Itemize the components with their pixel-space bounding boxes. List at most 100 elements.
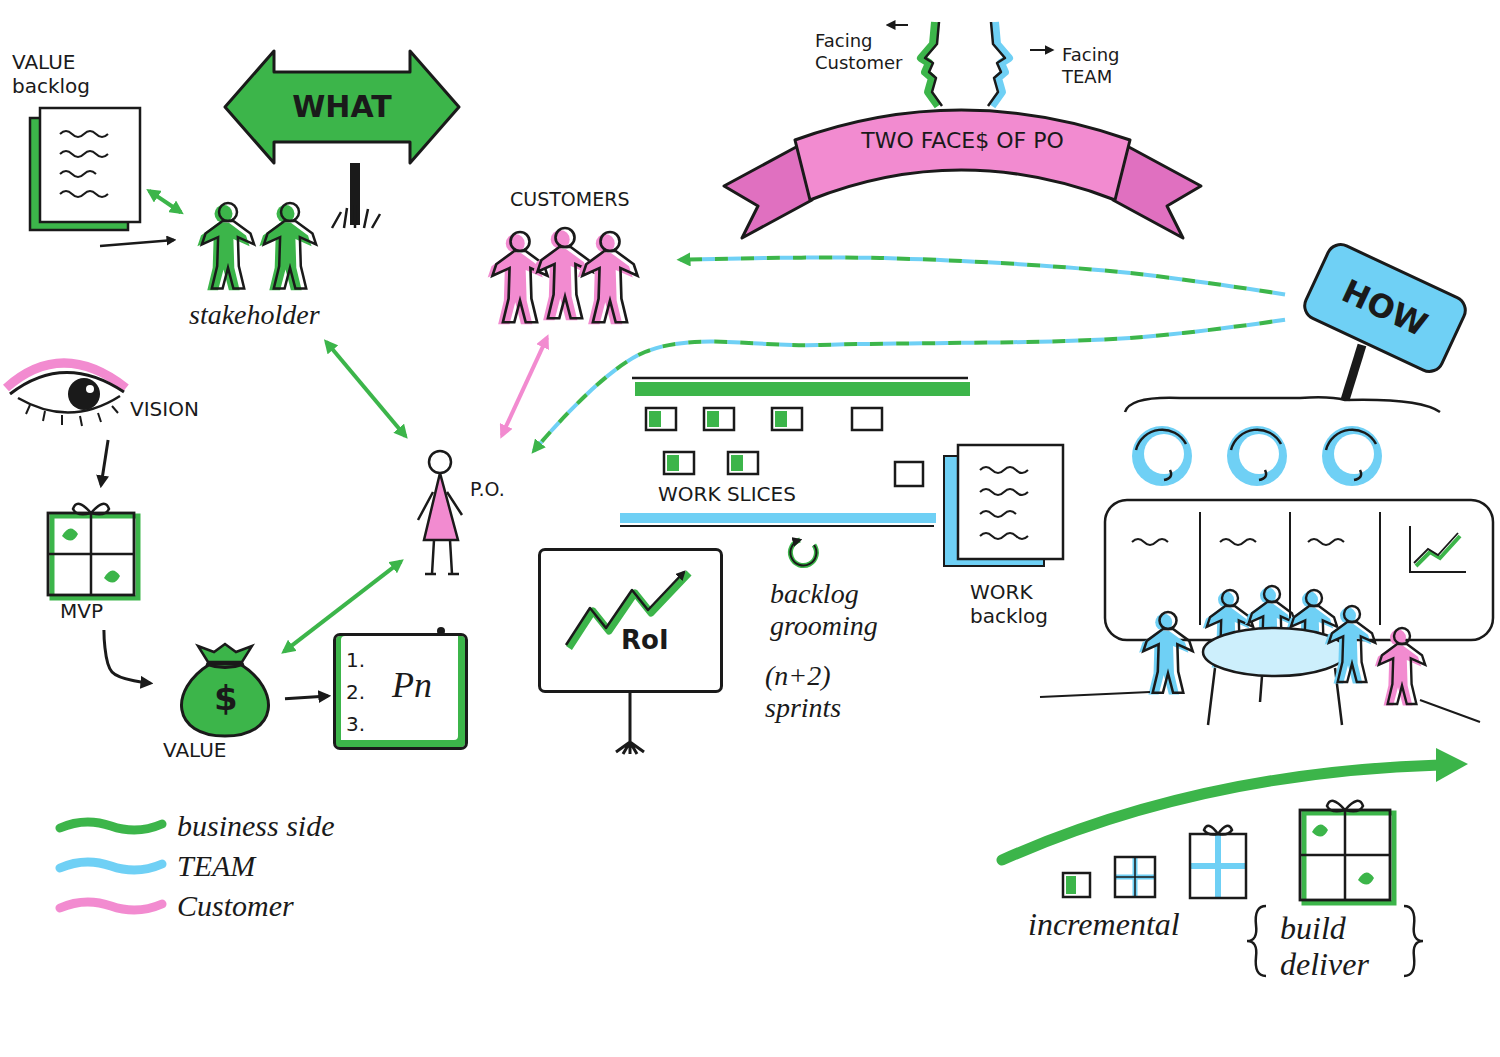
figure-label: P.O. <box>470 478 505 501</box>
two-faces-profiles-part <box>925 22 942 106</box>
customer-figures-part <box>582 232 637 322</box>
legend-entry: business side <box>55 806 335 846</box>
team-scene-part <box>1143 612 1192 693</box>
vision-eye-drawing-part <box>86 385 94 393</box>
list-numbers: 1. 2. 3. <box>346 644 376 740</box>
stakeholder-figures-part <box>197 203 254 290</box>
legend-label: Customer <box>177 889 294 923</box>
legend-entry: TEAM <box>55 846 335 886</box>
figure-label: CUSTOMERS <box>510 188 629 211</box>
document-title: VALUE backlog <box>12 50 112 98</box>
two-faces-ribbon-outline <box>720 80 1205 250</box>
team-scene-part <box>1416 536 1460 566</box>
customer-figures <box>488 228 638 324</box>
team-scene-part <box>1139 612 1193 694</box>
grooming-cycle-icon-part <box>790 540 816 566</box>
incremental-delivery-drawing <box>1002 748 1468 976</box>
mvp-gift-drawing-part <box>48 513 134 595</box>
customer-figures-part <box>488 232 548 324</box>
connector-dash-team <box>534 320 1285 451</box>
team-scene-part <box>1239 434 1279 474</box>
incremental-delivery-drawing-part <box>1300 810 1390 900</box>
two-faces-profiles-part <box>992 22 1009 106</box>
team-scene-part <box>1203 628 1347 676</box>
connector-line <box>502 338 547 436</box>
work-backlog-sheets-part <box>980 467 1028 539</box>
team-scene-part <box>1040 692 1480 722</box>
legend-swatch-frame <box>55 851 167 881</box>
incremental-delivery-drawing-part <box>1404 906 1423 976</box>
legend-entry: Customer <box>55 886 335 926</box>
legend-label: business side <box>177 809 335 843</box>
work-slices-drawing-part <box>731 455 743 471</box>
value-backlog-sheets-part <box>40 108 140 222</box>
customers-group: CUSTOMERS <box>490 188 675 333</box>
customer-figures-part <box>578 232 638 324</box>
team-scene-part <box>1136 430 1376 480</box>
incremental-delivery-drawing-part <box>1190 834 1246 898</box>
signboard <box>1300 240 1470 376</box>
grooming-cycle-icon-part <box>790 540 816 566</box>
mvp-gift-drawing-part <box>62 528 120 582</box>
how-sign: HOW <box>1290 228 1480 388</box>
connector-dash-team <box>680 258 1285 295</box>
team-scene-part <box>1379 628 1425 704</box>
incremental-delivery-drawing-part <box>1115 857 1155 897</box>
figure-label: stakeholder <box>189 298 320 332</box>
work-slices-drawing-part <box>635 382 970 396</box>
vision-eye-drawing-part <box>10 372 124 394</box>
incremental-delivery-drawing-part <box>1436 748 1468 782</box>
two-faces-ribbon: TWO FACE$ OF PO <box>720 80 1205 250</box>
work-slices-drawing-part <box>620 525 934 527</box>
connector <box>326 342 405 436</box>
figure-label: MVP <box>60 599 103 623</box>
what-sign-post <box>332 163 380 228</box>
two-faces-profiles-part <box>988 22 1005 106</box>
team-scene-part <box>1345 345 1362 400</box>
team-scene-part <box>1208 668 1342 725</box>
incremental-delivery-drawing-part <box>1115 857 1155 897</box>
connector <box>284 561 401 651</box>
roi-chart-sign: RoI <box>538 548 723 693</box>
value-backlog-sheets <box>30 108 140 230</box>
product-owner-figure-part <box>418 492 462 520</box>
what-sign-post-part <box>332 205 380 228</box>
two-faces-profiles-part <box>888 24 908 26</box>
work-slices-drawing-part <box>775 411 787 427</box>
team-scene <box>1040 345 1493 725</box>
work-slices-drawing-part <box>646 408 923 486</box>
mvp-gift-drawing-part <box>48 513 134 595</box>
incremental-delivery-drawing-part <box>1304 813 1394 903</box>
process-note: backlog grooming <box>770 578 905 642</box>
connector-line <box>101 440 108 485</box>
product-owner: P.O. <box>405 440 530 580</box>
delivery-note: incremental <box>1028 905 1180 943</box>
connector <box>149 191 181 212</box>
incremental-delivery-drawing-part <box>1327 801 1363 811</box>
delivery-note: build deliver <box>1280 910 1395 982</box>
value-bag: $VALUE <box>155 638 280 768</box>
connector <box>534 320 1285 451</box>
sign-text: WHAT <box>292 89 392 125</box>
priority-list: 1. 2. 3.Pn <box>333 633 468 750</box>
chart-label: RoI <box>621 625 669 656</box>
team-scene-part <box>1410 526 1466 572</box>
incremental-delivery-drawing-part <box>1204 826 1232 835</box>
incremental-delivery-drawing-part <box>1063 873 1090 897</box>
product-owner-figure <box>418 451 462 574</box>
team-scene-part <box>1414 533 1458 563</box>
money-bag-drawing-part <box>206 664 244 668</box>
roi-sign-drawing-part <box>616 693 644 754</box>
roi-sign-drawing <box>566 572 689 754</box>
mvp-gift-drawing <box>48 504 138 598</box>
double-arrow-sign <box>225 51 459 163</box>
connector <box>502 338 547 436</box>
vision-eye: VISION <box>5 355 225 435</box>
connector-line <box>149 191 181 212</box>
connector <box>101 440 108 485</box>
band-label: WORK SLICES <box>658 482 796 506</box>
process-note: (n+2) sprints <box>765 660 865 724</box>
money-bag-drawing <box>182 644 269 736</box>
mvp-gift-drawing-part <box>73 504 109 514</box>
